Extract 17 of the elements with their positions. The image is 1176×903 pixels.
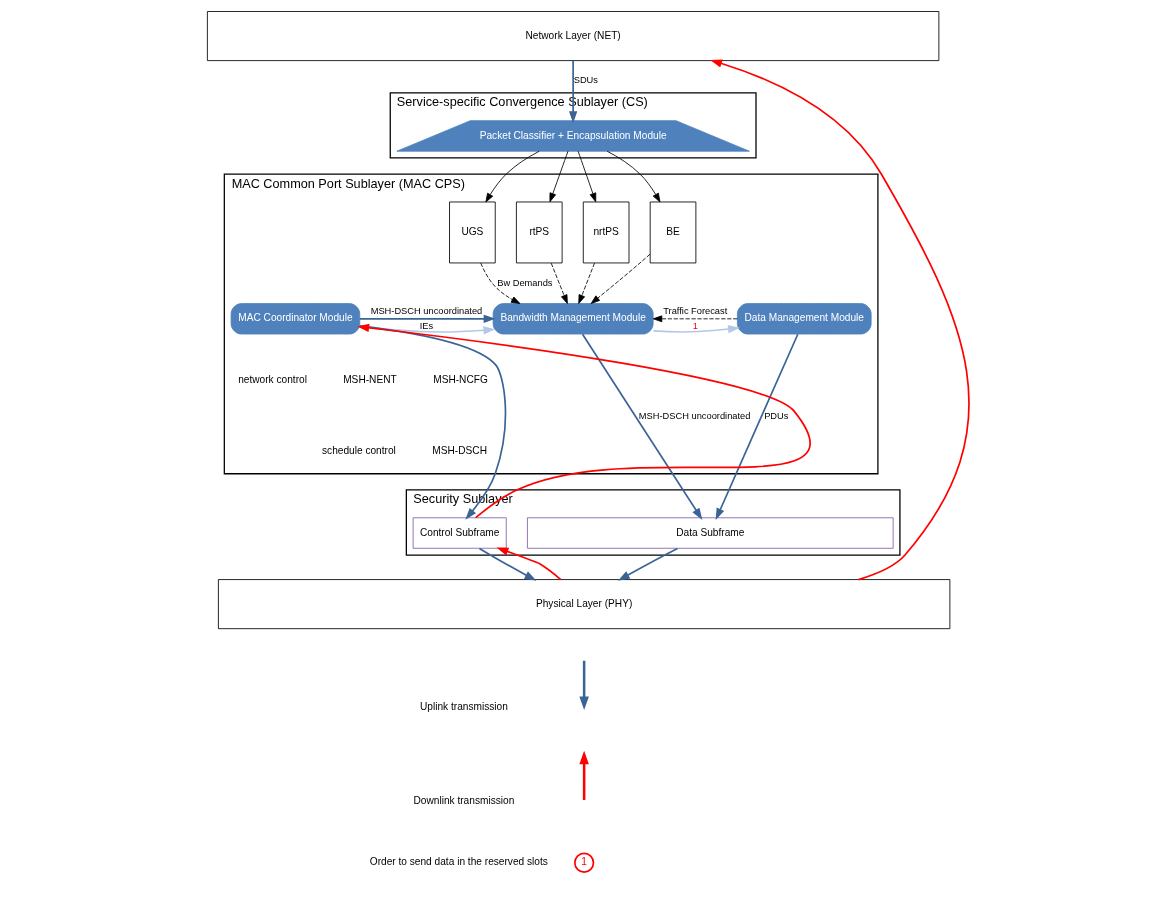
legend-label: Downlink transmission [412, 794, 514, 806]
edge-label: MSH-DSCH uncoordinated [638, 410, 750, 421]
edge-label: SDUs [573, 75, 598, 86]
edge-label: MSH-DSCH uncoordinated [370, 305, 482, 316]
edge-label: 1 [692, 320, 698, 331]
legend-label: Uplink transmission [419, 700, 508, 712]
label: schedule control [321, 445, 396, 457]
label: MSH-NCFG [432, 374, 488, 386]
label: MSH-DSCH [431, 445, 487, 457]
legend-label: Order to send data in the reserved slots [369, 856, 548, 868]
label: 1 [580, 856, 587, 868]
edge-label: IEs [419, 320, 433, 331]
edge-label: Bw Demands [496, 277, 553, 288]
edge-label: PDUs [763, 410, 788, 421]
edge-label: Traffic Forecast [662, 305, 727, 316]
label: MSH-NENT [342, 374, 397, 386]
label: network control [237, 374, 307, 386]
